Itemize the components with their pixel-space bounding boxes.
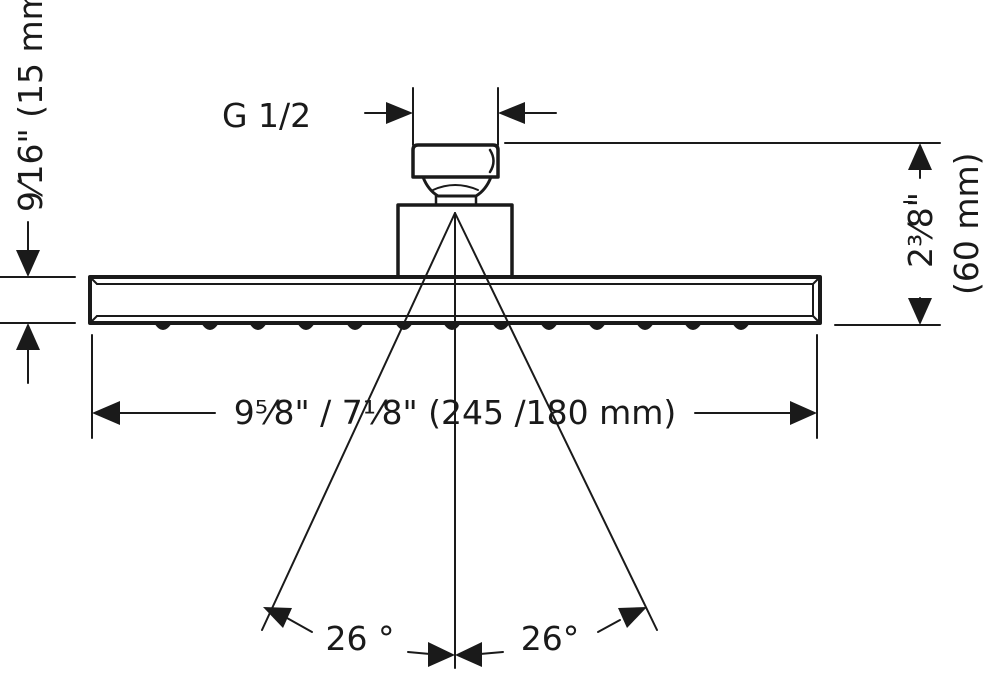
height-label-metric: (60 mm) — [947, 152, 986, 295]
diameter-label: 9⁵⁄8" / 7¹⁄8" (245 /180 mm) — [234, 393, 677, 432]
diameter-dimension — [91, 334, 818, 439]
depth-label: 9⁄16" (15 mm) — [11, 0, 50, 212]
angle-label-left: 26 ° — [326, 619, 395, 658]
thread-label: G 1/2 — [222, 96, 311, 135]
thread-connector — [411, 143, 500, 207]
spray-angle-lines — [261, 212, 658, 669]
angle-dimension — [286, 617, 621, 655]
height-dimension — [504, 142, 941, 326]
height-label-imperial: 2³⁄8" — [901, 192, 940, 268]
depth-dimension — [0, 221, 76, 384]
angle-label-right: 26° — [521, 619, 580, 658]
ball-joint-housing — [396, 203, 514, 279]
